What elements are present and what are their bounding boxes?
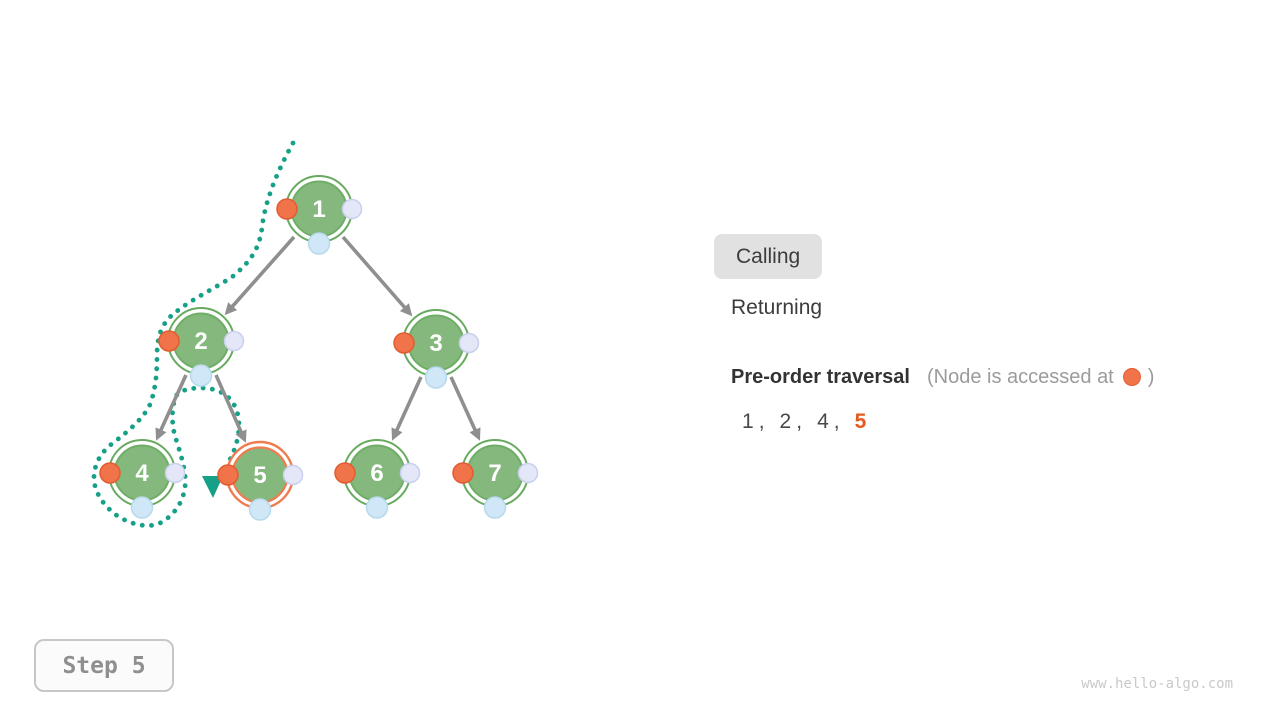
- edge-1-2: [224, 235, 296, 316]
- tree-node-1: 1: [276, 175, 363, 255]
- traversal-note-suffix: ): [1147, 366, 1155, 388]
- step-indicator: Step 5: [34, 639, 174, 692]
- visit-dot-icon: [158, 330, 180, 352]
- visit-dot-icon: [276, 198, 298, 220]
- tree-node-7: 7: [452, 439, 539, 519]
- sequence-value: 5: [854, 410, 867, 433]
- edge-2-5: [214, 374, 247, 443]
- node-label: 2: [194, 328, 207, 355]
- node-label: 6: [370, 460, 383, 487]
- legend-calling-label: Calling: [736, 244, 801, 268]
- traversal-note-text: (Node is accessed at: [926, 366, 1114, 388]
- return-dot-icon: [282, 464, 304, 486]
- node-label: 3: [429, 330, 442, 357]
- edge-2-4: [155, 374, 188, 441]
- sequence-value: 2: [779, 410, 792, 433]
- visit-dot-icon: [217, 464, 239, 486]
- visit-dot-icon: [452, 462, 474, 484]
- return-dot-icon: [517, 462, 539, 484]
- legend-calling-chip: Calling: [714, 234, 823, 279]
- return-dot-icon: [223, 330, 245, 352]
- node-label: 1: [312, 196, 325, 223]
- sequence-separator: ,: [833, 410, 840, 433]
- tree-node-5-current: 5: [217, 440, 304, 521]
- edge-1-3: [341, 235, 413, 317]
- tree-node-3: 3: [393, 309, 480, 389]
- sequence-value: 1: [742, 410, 754, 433]
- edge-3-6: [391, 376, 423, 441]
- legend-returning-label: Returning: [731, 296, 823, 319]
- return-dot-icon: [399, 462, 421, 484]
- sequence-separator: ,: [796, 410, 803, 433]
- mid-dot-icon: [424, 366, 448, 389]
- visit-dot-icon: [393, 332, 415, 354]
- accessed-dot-icon: [1122, 368, 1141, 386]
- mid-dot-icon: [307, 232, 331, 255]
- mid-dot-icon: [248, 498, 272, 521]
- sequence-value: 4: [817, 410, 829, 433]
- sequence-separator: ,: [758, 410, 765, 433]
- node-label: 4: [135, 460, 149, 487]
- edge-3-7: [449, 376, 481, 441]
- tree-node-2: 2: [158, 307, 245, 387]
- mid-dot-icon: [365, 496, 389, 519]
- tree-node-6: 6: [334, 439, 421, 519]
- return-dot-icon: [164, 462, 186, 484]
- visit-dot-icon: [334, 462, 356, 484]
- traversal-note: (Node is accessed at): [927, 366, 1154, 389]
- trace-pointer-icon: [202, 476, 223, 498]
- mid-dot-icon: [483, 496, 507, 519]
- recursion-trace-path: [91, 140, 296, 528]
- watermark: www.hello-algo.com: [1081, 676, 1233, 692]
- tree-node-4: 4: [99, 439, 186, 519]
- mid-dot-icon: [189, 364, 213, 387]
- node-label: 5: [253, 462, 266, 489]
- return-dot-icon: [458, 332, 480, 354]
- node-label: 7: [488, 460, 501, 487]
- mid-dot-icon: [130, 496, 154, 519]
- visit-dot-icon: [99, 462, 121, 484]
- return-dot-icon: [341, 198, 363, 220]
- traversal-title-row: Pre-order traversal (Node is accessed at…: [731, 366, 1154, 389]
- traversal-sequence: 1,2,4,5: [742, 410, 866, 434]
- traversal-title: Pre-order traversal: [731, 366, 910, 388]
- step-label: Step 5: [62, 652, 146, 679]
